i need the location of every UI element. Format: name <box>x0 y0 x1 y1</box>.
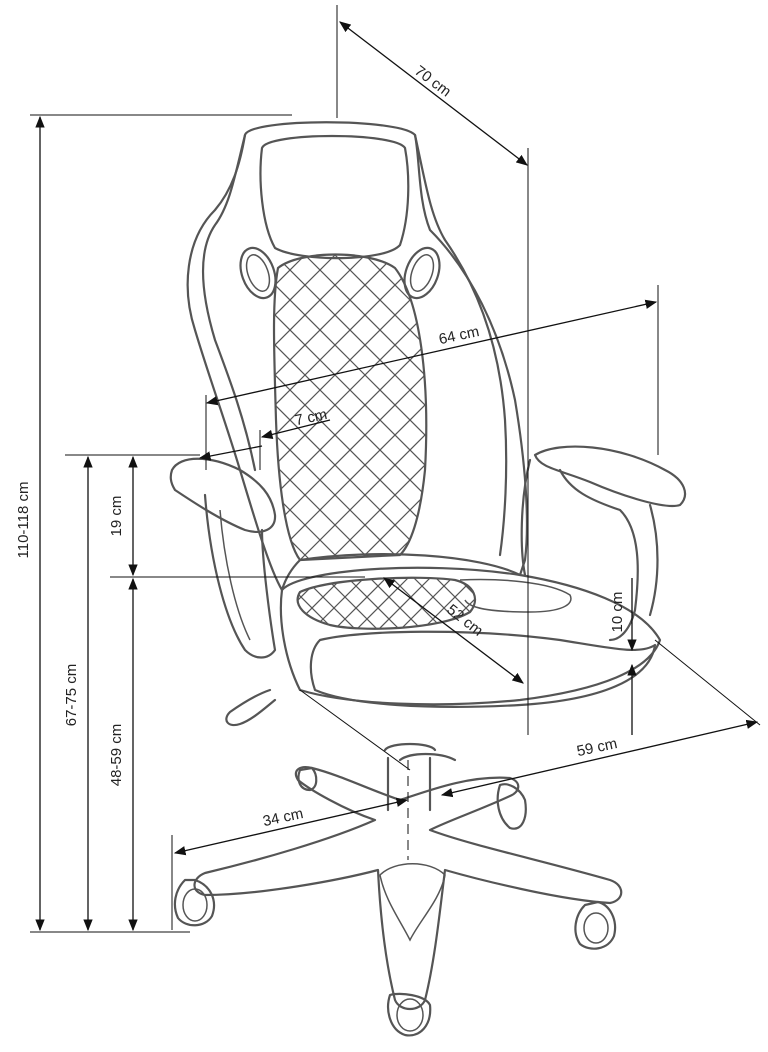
label-base-radius: 34 cm <box>261 805 305 830</box>
seat-quilt-pattern <box>297 577 475 629</box>
label-width: 64 cm <box>437 323 481 348</box>
left-wing <box>201 133 257 472</box>
label-armrest-height: 67-75 cm <box>63 664 80 727</box>
label-armrest-width: 7 cm <box>293 406 328 429</box>
right-headrest-hole <box>403 246 441 300</box>
caster-back-right <box>496 783 527 830</box>
chair-illustration <box>169 121 687 1037</box>
label-armrest-above-seat: 19 cm <box>108 496 125 537</box>
dim-line-base-diameter <box>440 719 759 798</box>
headrest-panel <box>259 134 410 260</box>
label-total-height: 110-118 cm <box>15 482 32 559</box>
seat-front-roll <box>309 630 657 708</box>
right-wing <box>413 133 508 557</box>
left-armrest-support <box>203 493 277 659</box>
label-seat-thickness: 10 cm <box>609 592 626 633</box>
caster-right <box>574 900 617 950</box>
left-armrest-pad <box>169 457 277 533</box>
left-headrest-hole <box>239 246 277 300</box>
label-base-diameter: 59 cm <box>575 735 619 760</box>
tilt-lever <box>225 688 277 727</box>
caster-front <box>387 992 432 1037</box>
dim-line-depth-top <box>339 21 528 166</box>
caster-back-left <box>297 766 318 792</box>
label-seat-height: 48-59 cm <box>108 724 125 787</box>
caster-left <box>173 878 216 927</box>
dim-line-width <box>205 299 658 406</box>
dimension-annotations: 70 cm 64 cm 7 cm 110-118 cm 67-75 cm 48-… <box>15 5 761 933</box>
dim-line-armrest-width <box>198 445 263 461</box>
dim-line-seat-depth <box>383 577 524 684</box>
dim-line-base-radius <box>173 797 409 856</box>
right-armrest-pad <box>533 445 687 508</box>
star-base <box>193 766 623 1011</box>
right-armrest-support <box>520 458 659 642</box>
backrest-shell <box>186 121 529 592</box>
